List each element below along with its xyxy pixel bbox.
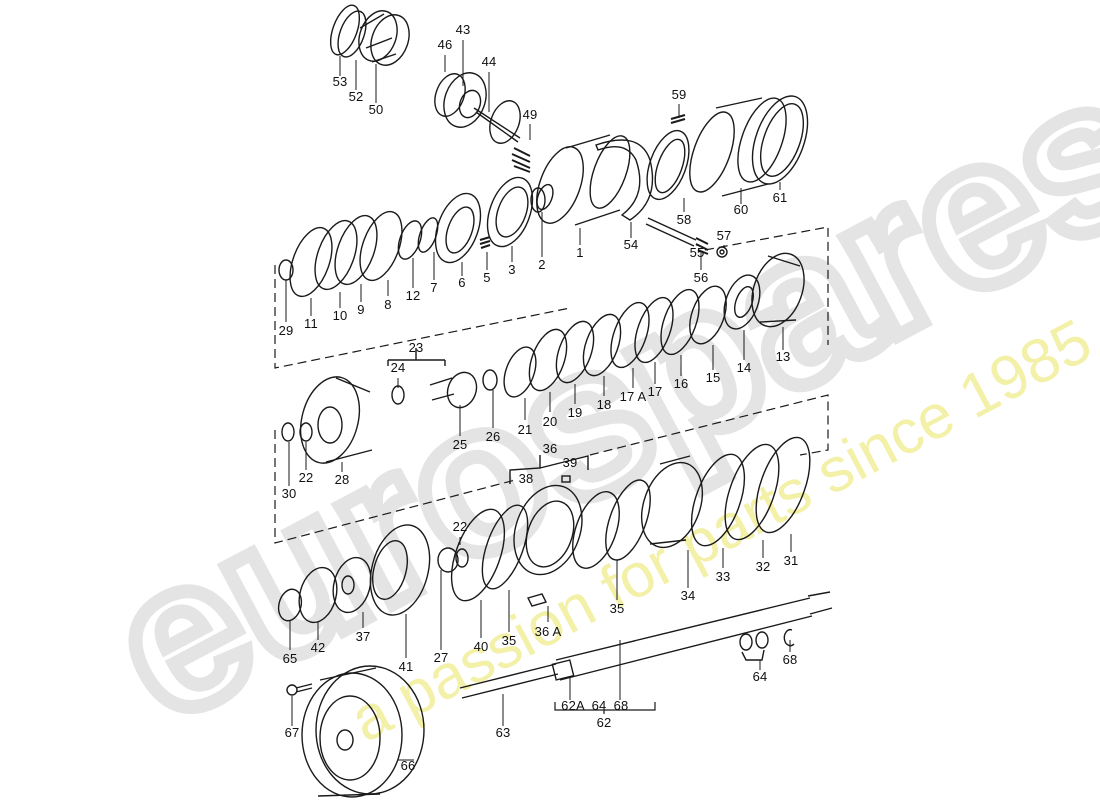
part-label-53[interactable]: 53 xyxy=(332,74,348,89)
part-label-25[interactable]: 25 xyxy=(452,437,468,452)
part-label-37[interactable]: 37 xyxy=(355,629,371,644)
part-label-20[interactable]: 20 xyxy=(542,414,558,429)
part-label-22[interactable]: 22 xyxy=(298,470,314,485)
part-label-63[interactable]: 63 xyxy=(495,725,511,740)
part-label-22[interactable]: 22 xyxy=(452,519,468,534)
part-label-66[interactable]: 66 xyxy=(400,758,416,773)
part-label-15[interactable]: 15 xyxy=(705,370,721,385)
part-label-7[interactable]: 7 xyxy=(430,280,438,295)
part-label-68[interactable]: 68 xyxy=(613,698,629,713)
part-label-17[interactable]: 17 xyxy=(647,384,663,399)
part-label-36[interactable]: 36 xyxy=(542,441,558,456)
part-label-28[interactable]: 28 xyxy=(334,472,350,487)
part-label-14[interactable]: 14 xyxy=(736,360,752,375)
part-label-12[interactable]: 12 xyxy=(405,288,421,303)
clutch-drum-1 xyxy=(536,134,631,226)
part-label-30[interactable]: 30 xyxy=(281,486,297,501)
drum-60 xyxy=(689,97,787,197)
ring-58 xyxy=(646,129,690,201)
part-label-9[interactable]: 9 xyxy=(357,302,365,317)
spring-59 xyxy=(670,114,686,124)
part-label-24[interactable]: 24 xyxy=(390,360,406,375)
part-label-19[interactable]: 19 xyxy=(567,405,583,420)
part-label-21[interactable]: 21 xyxy=(517,422,533,437)
part-label-50[interactable]: 50 xyxy=(368,102,384,117)
part-label-59[interactable]: 59 xyxy=(671,87,687,102)
part-label-36a[interactable]: 36 A xyxy=(534,624,562,639)
ring-68 xyxy=(783,628,795,647)
part-label-5[interactable]: 5 xyxy=(483,270,491,285)
bolt-67 xyxy=(286,683,313,696)
part-label-44[interactable]: 44 xyxy=(481,54,497,69)
group-bracket-lines xyxy=(274,226,829,544)
clutch-pack-middle xyxy=(387,252,805,409)
part-label-46[interactable]: 46 xyxy=(437,37,453,52)
part-label-3[interactable]: 3 xyxy=(508,262,516,277)
part-label-29[interactable]: 29 xyxy=(278,323,294,338)
piston-50 xyxy=(329,4,410,66)
drum-28 xyxy=(281,376,373,464)
part-label-13[interactable]: 13 xyxy=(775,349,791,364)
ring-61 xyxy=(751,95,809,185)
torque-converter-66 xyxy=(301,665,425,798)
part-label-35[interactable]: 35 xyxy=(501,633,517,648)
part-label-55[interactable]: 55 xyxy=(689,245,705,260)
pin-55-spring-56-nut-57 xyxy=(645,217,728,258)
snap-ring-42 xyxy=(298,566,338,624)
leader-lines xyxy=(285,40,792,761)
part-label-10[interactable]: 10 xyxy=(332,308,348,323)
part-label-32[interactable]: 32 xyxy=(755,559,771,574)
part-label-54[interactable]: 54 xyxy=(623,237,639,252)
part-label-61[interactable]: 61 xyxy=(772,190,788,205)
part-label-39[interactable]: 39 xyxy=(562,455,578,470)
ring-65 xyxy=(277,588,303,622)
part-label-18[interactable]: 18 xyxy=(596,397,612,412)
shaft-62 xyxy=(459,591,833,699)
part-label-68[interactable]: 68 xyxy=(782,652,798,667)
servo-piston-43 xyxy=(434,72,531,173)
part-label-56[interactable]: 56 xyxy=(693,270,709,285)
part-label-41[interactable]: 41 xyxy=(398,659,414,674)
part-label-65[interactable]: 65 xyxy=(282,651,298,666)
part-label-40[interactable]: 40 xyxy=(473,639,489,654)
part-label-58[interactable]: 58 xyxy=(676,212,692,227)
part-label-38[interactable]: 38 xyxy=(518,471,534,486)
part-label-2[interactable]: 2 xyxy=(538,257,546,272)
part-label-8[interactable]: 8 xyxy=(384,297,392,312)
clutch-pack-upper xyxy=(278,176,546,298)
part-label-27[interactable]: 27 xyxy=(433,650,449,665)
part-label-23[interactable]: 23 xyxy=(408,340,424,355)
part-label-52[interactable]: 52 xyxy=(348,89,364,104)
part-label-67[interactable]: 67 xyxy=(284,725,300,740)
bushings-64 xyxy=(739,631,769,661)
part-label-43[interactable]: 43 xyxy=(455,22,471,37)
part-label-35[interactable]: 35 xyxy=(609,601,625,616)
part-label-62[interactable]: 62 xyxy=(596,715,612,730)
part-label-17a[interactable]: 17 A xyxy=(619,389,647,404)
part-label-62a[interactable]: 62A xyxy=(561,698,585,713)
part-label-6[interactable]: 6 xyxy=(458,275,466,290)
brake-band-54 xyxy=(595,139,654,221)
part-label-64[interactable]: 64 xyxy=(591,698,607,713)
gear-41 xyxy=(369,524,431,616)
part-label-49[interactable]: 49 xyxy=(522,107,538,122)
gear-37 xyxy=(332,556,372,614)
part-label-57[interactable]: 57 xyxy=(716,228,732,243)
part-label-64[interactable]: 64 xyxy=(752,669,768,684)
part-label-26[interactable]: 26 xyxy=(485,429,501,444)
part-label-16[interactable]: 16 xyxy=(673,376,689,391)
part-label-34[interactable]: 34 xyxy=(680,588,696,603)
part-label-11[interactable]: 11 xyxy=(304,316,318,331)
part-label-33[interactable]: 33 xyxy=(715,569,731,584)
clutch-pack-lower xyxy=(437,436,811,607)
part-label-1[interactable]: 1 xyxy=(576,245,584,260)
part-label-60[interactable]: 60 xyxy=(733,202,749,217)
part-label-31[interactable]: 31 xyxy=(783,553,799,568)
part-label-42[interactable]: 42 xyxy=(310,640,326,655)
group-bracket-62 xyxy=(554,702,656,714)
